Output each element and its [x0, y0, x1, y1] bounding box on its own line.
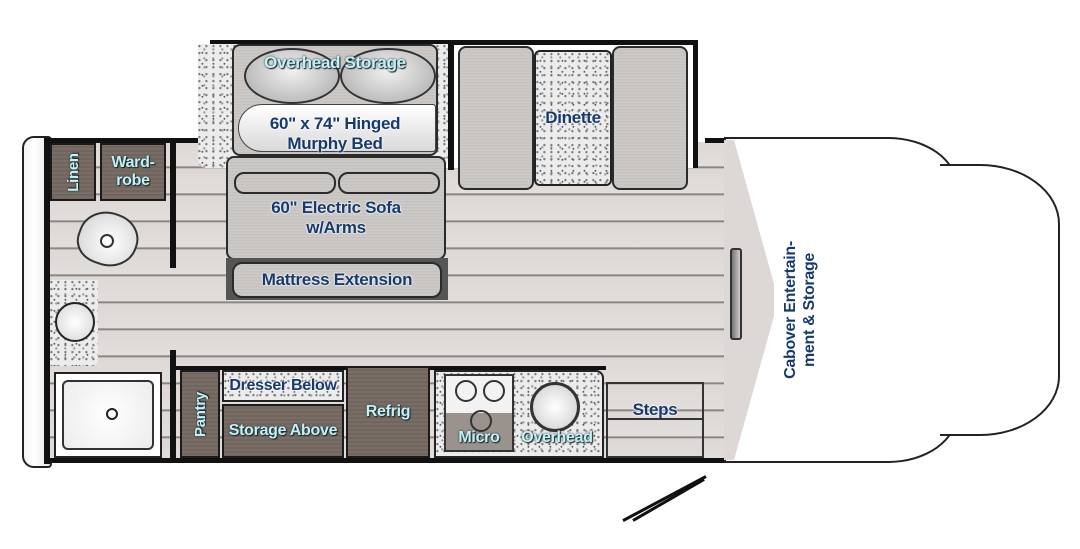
lavatory-sink-icon[interactable]: [55, 302, 95, 342]
sofa-label-line2: w/Arms: [306, 218, 366, 237]
pantry-label: Pantry: [191, 391, 209, 437]
slide-divider: [448, 40, 454, 170]
dinette-seat-right[interactable]: [612, 46, 688, 190]
mattress-extension[interactable]: Mattress Extension: [232, 262, 442, 298]
wardrobe-label-line1: Ward-: [111, 154, 155, 171]
storage-above-label: Storage Above: [228, 422, 338, 439]
pantry[interactable]: Pantry: [180, 370, 220, 458]
steps-divider: [606, 418, 704, 420]
overhead-storage-left[interactable]: [244, 48, 340, 104]
cabover-label-line1: Cabover Entertain-: [782, 241, 799, 379]
murphy-bed-label: 60" x 74" Hinged Murphy Bed: [232, 112, 438, 156]
shower-drain-icon: [106, 408, 118, 420]
sofa-label: 60" Electric Sofa w/Arms: [226, 196, 446, 240]
mattress-extension-label: Mattress Extension: [261, 270, 413, 289]
overhead-label: Overhead: [521, 429, 593, 446]
sofa-back-cushion-left: [234, 172, 336, 194]
top-wall-right: [705, 138, 730, 143]
sofa-label-line1: 60" Electric Sofa: [271, 198, 401, 217]
top-wall-left: [44, 138, 214, 143]
overhead-storage-right[interactable]: [340, 48, 436, 104]
linen-cabinet[interactable]: Linen: [50, 143, 96, 201]
bath-partition-top: [170, 143, 176, 268]
dresser-below-label: Dresser Below: [229, 377, 337, 394]
bath-partition-bottom: [170, 350, 176, 460]
steps-label: Steps: [632, 400, 678, 419]
wardrobe[interactable]: Ward- robe: [100, 143, 166, 201]
murphy-bed-label-line2: Murphy Bed: [287, 134, 383, 153]
entry-steps[interactable]: Steps: [606, 382, 704, 458]
refrigerator[interactable]: Refrig: [346, 366, 430, 458]
storage-above[interactable]: Storage Above: [222, 404, 344, 458]
dinette-label: Dinette: [545, 108, 601, 127]
burner-1-icon: [455, 380, 477, 402]
toilet-drain-icon: [100, 234, 114, 248]
bottom-wall: [44, 458, 730, 463]
kitchen-sink-icon[interactable]: [530, 382, 580, 432]
wardrobe-label-line2: robe: [116, 172, 150, 189]
dinette-table[interactable]: Dinette: [534, 50, 612, 186]
dinette-seat-left[interactable]: [458, 46, 534, 190]
rear-wall: [44, 138, 50, 464]
entry-door-swing[interactable]: [632, 478, 705, 522]
entry-door-swing-line[interactable]: [622, 475, 707, 522]
sofa-back-cushion-right: [338, 172, 440, 194]
cabover-label: Cabover Entertain- ment & Storage: [778, 210, 822, 410]
burner-3-icon: [470, 410, 492, 432]
murphy-bed-sheet: [238, 104, 436, 152]
refrig-label: Refrig: [365, 403, 411, 420]
micro-label: Micro: [458, 429, 500, 446]
tv-swivel-mount-icon[interactable]: [730, 248, 742, 340]
cab-hood: [940, 164, 1060, 436]
cabover-label-line2: ment & Storage: [801, 252, 818, 368]
linen-label: Linen: [64, 152, 82, 192]
burner-2-icon: [483, 380, 505, 402]
overhead-storage-label: Overhead Storage: [264, 53, 406, 72]
dresser[interactable]: Dresser Below: [222, 370, 344, 402]
murphy-bed-label-line1: 60" x 74" Hinged: [269, 114, 401, 133]
